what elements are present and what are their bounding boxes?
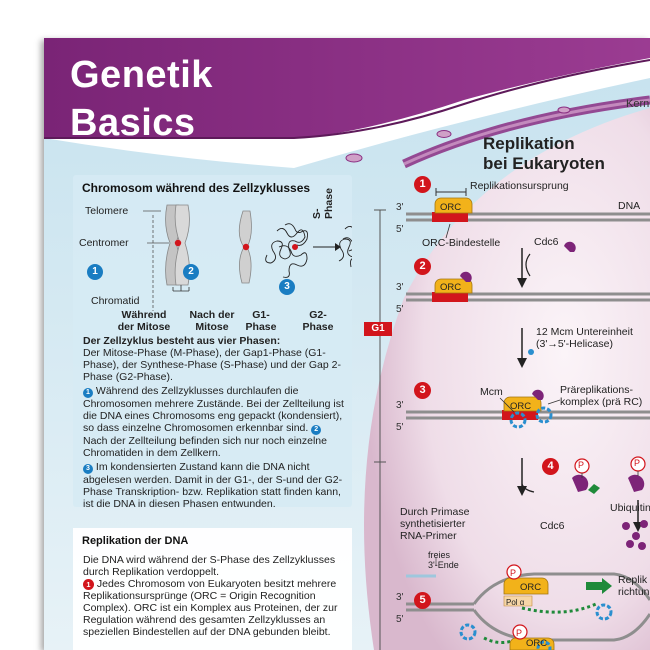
prime-3-label-2: 3' bbox=[396, 282, 404, 293]
step-1-number: 1 bbox=[414, 176, 431, 193]
pre-rc-line: Präreplikations- bbox=[560, 384, 633, 396]
replication-diagram bbox=[374, 188, 650, 650]
free-end-label: freies 3'-Ende bbox=[428, 550, 459, 570]
title-line-2: Basics bbox=[70, 102, 196, 144]
replication-direction-line: Replik bbox=[618, 574, 648, 586]
inline-number-3: 3 bbox=[83, 464, 93, 474]
phases-text: Der Mitose-Phase (M-Phase), der Gap1-Pha… bbox=[83, 347, 341, 383]
chromosome-panel-body: Der Zellzyklus besteht aus vier Phasen: … bbox=[83, 335, 345, 512]
phosphate-label-2: P bbox=[634, 458, 641, 468]
orc-label-3: ORC bbox=[510, 401, 532, 412]
primer-label: Durch Primase synthetisierter RNA-Primer bbox=[400, 506, 469, 542]
phase-label-line: Mitose bbox=[195, 321, 229, 334]
phosphate-label-4: P bbox=[516, 628, 523, 638]
dna-strand-step2 bbox=[406, 241, 650, 302]
replication-direction-label: Replik richtun bbox=[618, 574, 650, 598]
step5-replication-fork bbox=[406, 558, 650, 650]
inline-number-2: 2 bbox=[311, 425, 322, 435]
free-end-line: 3'-Ende bbox=[428, 560, 459, 570]
dna-label: DNA bbox=[618, 200, 641, 212]
phase-label-line: Während bbox=[121, 309, 167, 321]
prime-5-label-3: 5' bbox=[396, 422, 404, 433]
pre-rc-label: Präreplikations- komplex (prä RC) bbox=[560, 384, 642, 408]
phase-2-number: 2 bbox=[183, 264, 199, 280]
phase-3-number: 3 bbox=[279, 279, 295, 295]
replication-heading: Replikation bei Eukaryoten bbox=[483, 134, 605, 174]
phase-1-number: 1 bbox=[87, 264, 103, 280]
phase-label-line: Phase bbox=[245, 321, 277, 334]
phase-label-after-mitosis: Nach der Mitose bbox=[183, 309, 241, 333]
orc-label-6: ORC bbox=[526, 638, 548, 649]
dna-strand-step3 bbox=[406, 389, 650, 429]
poster: Genetik Basics Kern Chromosom während de… bbox=[44, 38, 650, 650]
step4-phosphorylation bbox=[517, 456, 648, 550]
step-3-number: 3 bbox=[414, 382, 431, 399]
orc-label-1: ORC bbox=[440, 202, 462, 213]
phase-label-line: der Mitose bbox=[117, 321, 171, 334]
replication-heading-line: bei Eukaryoten bbox=[483, 154, 605, 173]
step-2-number: 2 bbox=[414, 258, 431, 275]
chromosome-panel: Chromosom während des Zellzyklusses bbox=[73, 175, 352, 510]
paragraph-2: Im kondensierten Zustand kann die DNA ni… bbox=[83, 461, 343, 510]
primer-line: synthetisierter bbox=[400, 518, 466, 530]
replication-paragraph-2: Jedes Chromosom von Eukaryoten besitzt m… bbox=[83, 578, 338, 638]
title-line-1: Genetik bbox=[70, 54, 213, 96]
phase-label-g1: G1- Phase bbox=[241, 309, 281, 333]
replication-panel: Replikation der DNA Die DNA wird während… bbox=[73, 528, 352, 650]
orc-label-2: ORC bbox=[440, 282, 462, 293]
phase-label-mitosis: Während der Mitose bbox=[113, 309, 175, 333]
telomere-label: Telomere bbox=[85, 205, 129, 217]
phase-label-line: Phase bbox=[302, 321, 334, 334]
mcm-subunits-line: 12 Mcm Untereinheit bbox=[536, 326, 633, 338]
cdc6-label-2: Cdc6 bbox=[540, 520, 565, 532]
orc-label-5: ORC bbox=[520, 582, 542, 593]
pre-rc-line: komplex (prä RC) bbox=[560, 396, 643, 408]
step-4-number: 4 bbox=[542, 458, 559, 475]
paragraph-1b: Nach der Zellteilung befinden sich nur n… bbox=[83, 435, 327, 459]
prime-5-label-1: 5' bbox=[396, 224, 404, 235]
mcm-subunits-line: (3'→5'-Helicase) bbox=[536, 338, 613, 350]
cdc6-label: Cdc6 bbox=[534, 236, 559, 248]
replication-direction-line: richtun bbox=[618, 586, 650, 598]
phases-heading: Der Zellzyklus besteht aus vier Phasen: bbox=[83, 335, 281, 347]
g1-phase-badge: G1 bbox=[364, 322, 392, 336]
prime-5-label-5: 5' bbox=[396, 614, 404, 625]
origin-label: Replikationsursprung bbox=[470, 180, 569, 192]
ubiquitin-label: Ubiquitin bbox=[610, 502, 650, 514]
prime-3-label-1: 3' bbox=[396, 202, 404, 213]
mcm-subunits-label: 12 Mcm Untereinheit (3'→5'-Helicase) bbox=[536, 326, 633, 350]
primer-line: Durch Primase bbox=[400, 506, 470, 518]
chromosome-panel-title: Chromosom während des Zellzyklusses bbox=[82, 181, 311, 195]
replication-panel-title: Replikation der DNA bbox=[82, 535, 189, 547]
step-5-number: 5 bbox=[414, 592, 431, 609]
pol-alpha-label: Pol α bbox=[506, 598, 525, 607]
centromere-label: Centromer bbox=[79, 237, 129, 249]
replication-heading-line: Replikation bbox=[483, 134, 575, 153]
chromatid-label: Chromatid bbox=[91, 295, 140, 307]
primer-line: RNA-Primer bbox=[400, 530, 457, 542]
inline-step-1: 1 bbox=[83, 579, 94, 590]
prime-3-label-5: 3' bbox=[396, 592, 404, 603]
orc-site-label: ORC-Bindestelle bbox=[422, 237, 501, 249]
phase-label-line: G2- bbox=[309, 309, 327, 321]
phase-label-line: Nach der bbox=[189, 309, 235, 321]
phosphate-label-1: P bbox=[578, 460, 585, 470]
phase-label-line: G1- bbox=[252, 309, 270, 321]
nucleus-label: Kern bbox=[626, 98, 650, 110]
free-end-line: freies bbox=[428, 550, 451, 560]
prime-3-label-3: 3' bbox=[396, 400, 404, 411]
inline-number-1: 1 bbox=[83, 388, 93, 398]
phosphate-label-3: P bbox=[510, 568, 517, 578]
paragraph-1a: Während des Zellzyklusses durchlaufen di… bbox=[83, 385, 344, 434]
phase-label-g2: G2- Phase bbox=[295, 309, 341, 333]
replication-paragraph-1: Die DNA wird während der S-Phase des Zel… bbox=[83, 554, 336, 578]
mcm-label: Mcm bbox=[480, 386, 503, 398]
replication-panel-body: Die DNA wird während der S-Phase des Zel… bbox=[83, 554, 345, 638]
prime-5-label-2: 5' bbox=[396, 304, 404, 315]
dna-strand-step1 bbox=[406, 188, 650, 239]
